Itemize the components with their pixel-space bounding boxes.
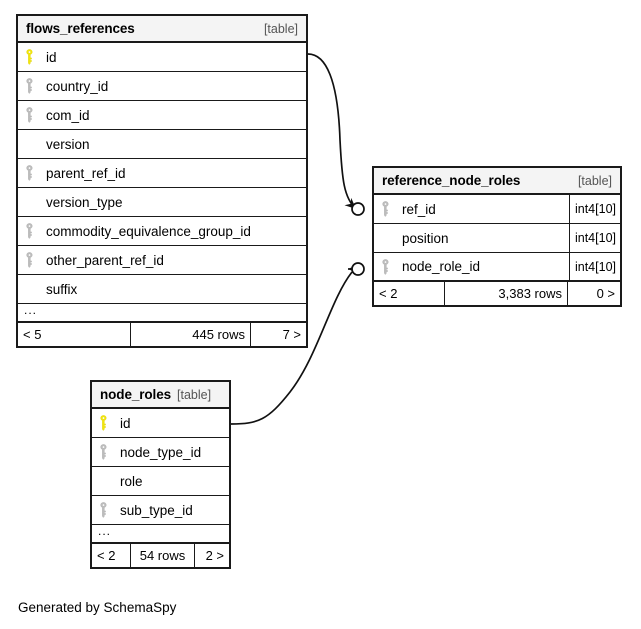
column-name: ref_id [402,201,436,217]
column-row-sub-type-id[interactable]: sub_type_id [92,496,229,525]
table-footer-reference-node-roles: < 2 3,383 rows 0 > [374,282,620,305]
row-count-label: 445 rows [130,323,251,346]
table-header-reference-node-roles: reference_node_roles [table] [374,168,620,195]
column-row-ref-id[interactable]: ref_id int4[10] [374,195,620,224]
more-columns-indicator: ... [18,304,306,323]
column-row-position[interactable]: position int4[10] [374,224,620,253]
table-title: reference_node_roles [382,173,521,188]
generated-by-note: Generated by SchemaSpy [18,600,177,615]
prev-page-button[interactable]: < 2 [379,286,398,301]
column-name: node_role_id [402,259,481,274]
table-title: flows_references [26,21,135,36]
column-row-version[interactable]: version [18,130,306,159]
column-name: commodity_equivalence_group_id [46,223,251,239]
column-row-country-id[interactable]: country_id [18,72,306,101]
column-row-parent-ref-id[interactable]: parent_ref_id [18,159,306,188]
column-name: position [402,230,449,246]
table-node-flows-references[interactable]: flows_references [table] id country_id [16,14,308,348]
column-row-com-id[interactable]: com_id [18,101,306,130]
column-row-other-parent-ref-id[interactable]: other_parent_ref_id [18,246,306,275]
column-name: role [120,473,143,489]
foreign-key-icon [381,258,398,275]
column-name: country_id [46,78,109,94]
primary-key-icon [25,49,42,65]
table-node-node-roles[interactable]: node_roles [table] id node_type_id [90,380,231,569]
column-name: version_type [46,194,123,210]
next-page-button[interactable]: 7 > [282,327,301,342]
column-name: id [46,49,57,65]
table-type-tag: [table] [177,387,212,402]
foreign-key-icon [25,223,42,239]
table-header-node-roles: node_roles [table] [92,382,229,409]
more-columns-indicator: ... [92,525,229,544]
foreign-key-icon [99,444,116,460]
prev-page-button[interactable]: < 5 [23,327,42,342]
table-title: node_roles [100,387,172,402]
table-type-tag: [table] [263,21,298,36]
column-name: version [46,136,90,152]
column-row-role[interactable]: role [92,467,229,496]
foreign-key-icon [25,78,42,94]
foreign-key-icon [25,252,42,268]
column-name: node_type_id [120,444,202,460]
column-type: int4[10] [568,195,620,223]
column-name: suffix [46,281,78,297]
column-name: sub_type_id [120,502,193,518]
table-node-reference-node-roles[interactable]: reference_node_roles [table] ref_id int4… [372,166,622,307]
column-name: other_parent_ref_id [46,252,164,268]
foreign-key-icon [25,165,42,181]
column-row-id[interactable]: id [18,43,306,72]
column-row-node-type-id[interactable]: node_type_id [92,438,229,467]
column-name: parent_ref_id [46,165,126,181]
table-footer-flows-references: < 5 445 rows 7 > [18,323,306,346]
foreign-key-icon [99,502,116,518]
column-row-id[interactable]: id [92,409,229,438]
edge-flows-references-id-to-node-role-id [348,262,365,276]
table-header-flows-references: flows_references [table] [18,16,306,43]
table-footer-node-roles: < 2 54 rows 2 > [92,544,229,567]
foreign-key-icon [25,107,42,123]
column-row-version-type[interactable]: version_type [18,188,306,217]
primary-key-icon [99,415,116,431]
column-row-commodity-equivalence-group-id[interactable]: commodity_equivalence_group_id [18,217,306,246]
column-name: id [120,415,131,431]
next-page-button[interactable]: 0 > [596,286,615,301]
column-type: int4[10] [568,253,620,280]
foreign-key-icon [381,201,398,217]
next-page-button[interactable]: 2 > [205,548,224,563]
column-type: int4[10] [568,224,620,252]
column-name: com_id [46,107,90,123]
table-type-tag: [table] [577,173,612,188]
edge-flows-references-id-to-ref-id [307,53,365,216]
column-row-suffix[interactable]: suffix [18,275,306,304]
row-count-label: 54 rows [130,544,195,567]
column-row-node-role-id[interactable]: node_role_id int4[10] [374,253,620,282]
row-count-label: 3,383 rows [444,282,568,305]
prev-page-button[interactable]: < 2 [97,548,116,563]
